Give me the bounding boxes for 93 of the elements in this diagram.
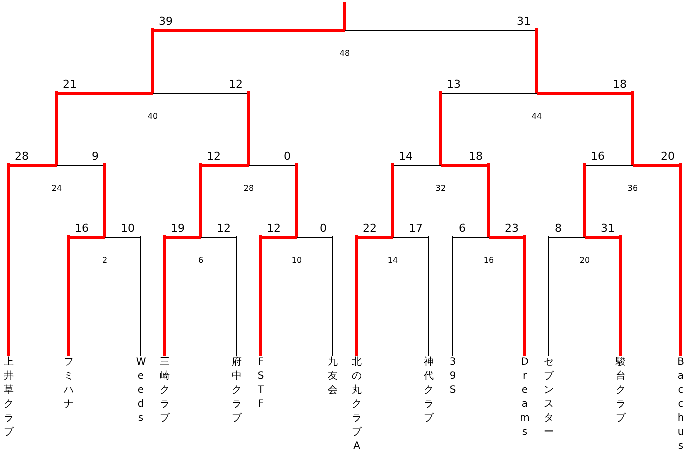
score-label: 12 — [229, 79, 243, 90]
score-label: 31 — [601, 223, 615, 234]
match-bracket — [68, 236, 142, 266]
team-name: 39S — [450, 356, 456, 398]
match-bracket — [440, 92, 634, 122]
score-label: 14 — [399, 151, 413, 162]
team-name: 神代クラブ — [424, 356, 434, 426]
score-label: 21 — [63, 79, 77, 90]
bracket-line — [536, 28, 538, 93]
team-name: Dreams — [520, 356, 530, 440]
team-name: 九友会 — [328, 356, 338, 398]
score-label: 8 — [555, 223, 562, 234]
bracket-line — [164, 236, 166, 356]
match-bracket — [356, 236, 430, 266]
match-number: 20 — [580, 256, 590, 265]
bracket-line — [104, 164, 106, 237]
score-label: 6 — [459, 223, 466, 234]
bracket-line — [140, 236, 142, 356]
team-name: セブンスター — [544, 356, 554, 440]
score-label: 39 — [159, 16, 173, 27]
bracket-line — [296, 164, 298, 237]
team-name: Bacchus — [678, 356, 684, 454]
bracket-line — [248, 92, 250, 165]
bracket-line — [584, 164, 586, 237]
bracket-line — [344, 2, 346, 30]
score-label: 13 — [447, 79, 461, 90]
team-name: 三崎クラブ — [160, 356, 170, 426]
score-label: 18 — [613, 79, 627, 90]
bracket-line — [452, 236, 454, 356]
score-label: 19 — [171, 223, 185, 234]
match-number: 28 — [244, 184, 254, 193]
score-label: 31 — [517, 16, 531, 27]
match-number: 32 — [436, 184, 446, 193]
match-bracket — [152, 28, 538, 58]
score-label: 22 — [363, 223, 377, 234]
bracket-line — [440, 92, 442, 165]
team-name: FSTF — [258, 356, 264, 412]
match-number: 48 — [340, 49, 350, 58]
team-name: Weeds — [136, 356, 146, 426]
score-label: 17 — [409, 223, 423, 234]
match-bracket — [392, 164, 490, 194]
team-name: 上井草クラブ — [4, 356, 14, 440]
match-bracket — [260, 236, 334, 266]
match-number: 40 — [148, 112, 158, 121]
bracket-line — [56, 92, 58, 165]
match-number: 14 — [388, 256, 398, 265]
bracket-line — [356, 236, 358, 356]
match-bracket — [584, 164, 682, 194]
match-bracket — [452, 236, 526, 266]
team-name: 北の丸クラブA — [352, 356, 362, 454]
match-bracket — [548, 236, 622, 266]
bracket-line — [680, 164, 682, 356]
score-label: 12 — [217, 223, 231, 234]
match-number: 24 — [52, 184, 62, 193]
bracket-line — [524, 236, 526, 356]
team-name: 駿台クラブ — [616, 356, 626, 426]
match-number: 6 — [198, 256, 204, 265]
bracket-line — [332, 236, 334, 356]
bracket-line — [68, 236, 70, 356]
match-number: 2 — [102, 256, 108, 265]
score-label: 16 — [75, 223, 89, 234]
team-name: 府中クラブ — [232, 356, 242, 426]
match-bracket — [8, 164, 106, 194]
bracket-line — [200, 164, 202, 237]
bracket-line — [260, 236, 262, 356]
match-bracket — [200, 164, 298, 194]
bracket-line — [236, 236, 238, 356]
match-number: 44 — [532, 112, 542, 121]
score-label: 23 — [505, 223, 519, 234]
score-label: 9 — [92, 151, 99, 162]
score-label: 12 — [207, 151, 221, 162]
bracket-line — [488, 164, 490, 237]
match-number: 36 — [628, 184, 638, 193]
score-label: 20 — [661, 151, 675, 162]
bracket-line — [548, 236, 550, 356]
score-label: 0 — [284, 151, 291, 162]
score-label: 18 — [469, 151, 483, 162]
bracket-line — [152, 28, 154, 93]
bracket-line — [428, 236, 430, 356]
team-name: フミハナ — [64, 356, 74, 412]
score-label: 28 — [15, 151, 29, 162]
match-number: 10 — [292, 256, 302, 265]
bracket-line — [620, 236, 622, 356]
bracket-line — [632, 92, 634, 165]
match-bracket — [56, 92, 250, 122]
score-label: 10 — [121, 223, 135, 234]
bracket-line — [392, 164, 394, 237]
bracket-line — [8, 164, 10, 356]
score-label: 0 — [320, 223, 327, 234]
match-number: 16 — [484, 256, 494, 265]
score-label: 16 — [591, 151, 605, 162]
score-label: 12 — [267, 223, 281, 234]
match-bracket — [164, 236, 238, 266]
